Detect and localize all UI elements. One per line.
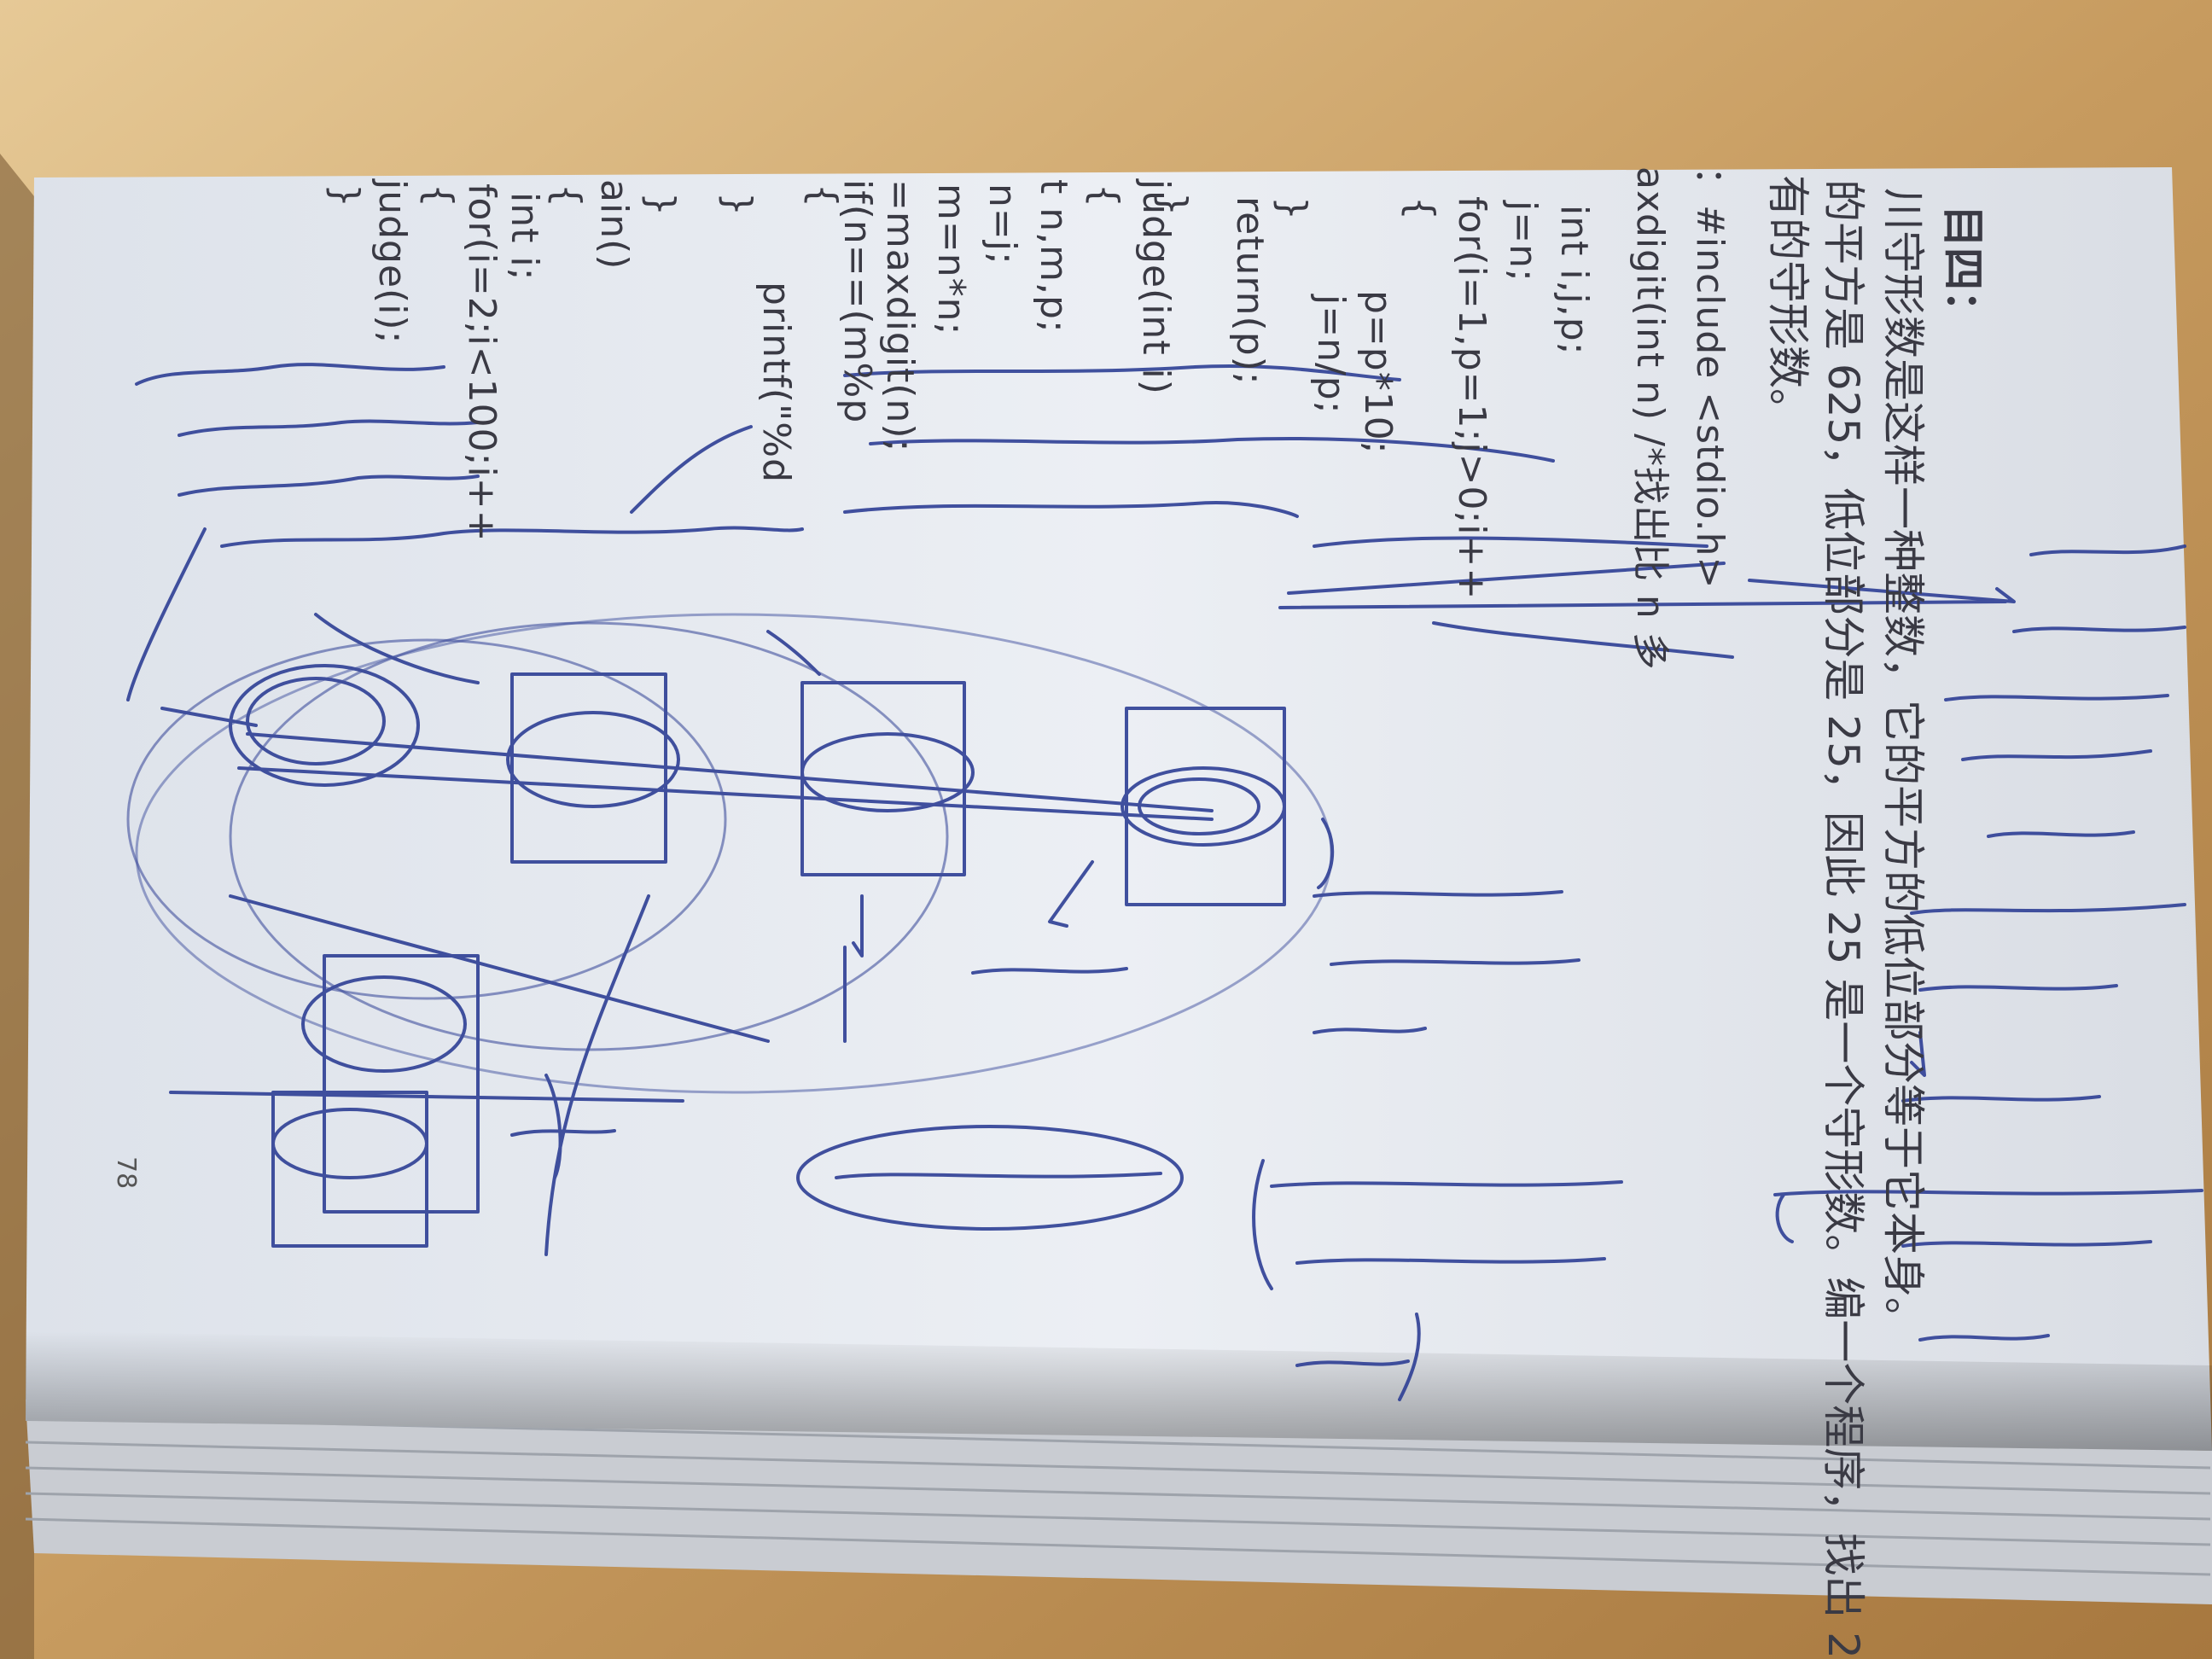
problem-line: 川守形数是这样一种整数，它的平方的低位部分等于它本身。 (1878, 188, 1928, 1340)
handwritten-annotations (126, 363, 2203, 1401)
code-line: for(i=2;i<100;i++ (460, 183, 504, 543)
problem-heading: 目四： (1938, 205, 1988, 333)
code-line: ain() (592, 179, 636, 271)
code-line: { (1083, 183, 1126, 208)
code-line: j=n; (1501, 201, 1545, 282)
code-line: if(n==(m%p (835, 179, 879, 424)
maxdigit-line: axdigit(int n) /*找出比 n 多 (1628, 166, 1672, 671)
code-line: int i; (503, 192, 546, 282)
code-line: t n,m,p; (1032, 179, 1075, 334)
code-line: { (417, 183, 461, 208)
code-line: { (1399, 196, 1442, 221)
code-line: p=p*10; (1356, 290, 1400, 455)
code-line: { (801, 183, 845, 208)
code-line: =maxdigit(n); (878, 179, 922, 453)
code-line: for(i=1,p=1;j>0;i++ (1450, 196, 1493, 601)
code-line: judge(i); (370, 179, 414, 345)
code-line: { (545, 183, 589, 208)
code-line: } (716, 192, 760, 217)
problem-line: 的平方是 625，低位部分是 25，因此 25 是一个守形数。编一个程序，找出 … (1819, 179, 1868, 1659)
code-line: } (639, 192, 683, 217)
code-line: j=n/p; (1309, 294, 1353, 415)
page-number: 78 (111, 1156, 141, 1190)
code-line: int i,j,p; (1552, 205, 1596, 356)
include-line: ：#include <stdio.h> (1688, 166, 1732, 590)
problem-line: 有的守形数。 (1763, 175, 1813, 431)
desk-edge-left (0, 154, 34, 1659)
page-stack (26, 1400, 2212, 1604)
code-line: n=j; (981, 183, 1024, 265)
code-line: return(p); (1228, 196, 1272, 386)
code-line: } (1271, 196, 1314, 221)
code-line: m=n*n; (929, 183, 973, 336)
code-line: printf("%d (754, 282, 798, 484)
code-line: } (323, 183, 367, 208)
code-line: judge(int i) (1134, 179, 1178, 395)
